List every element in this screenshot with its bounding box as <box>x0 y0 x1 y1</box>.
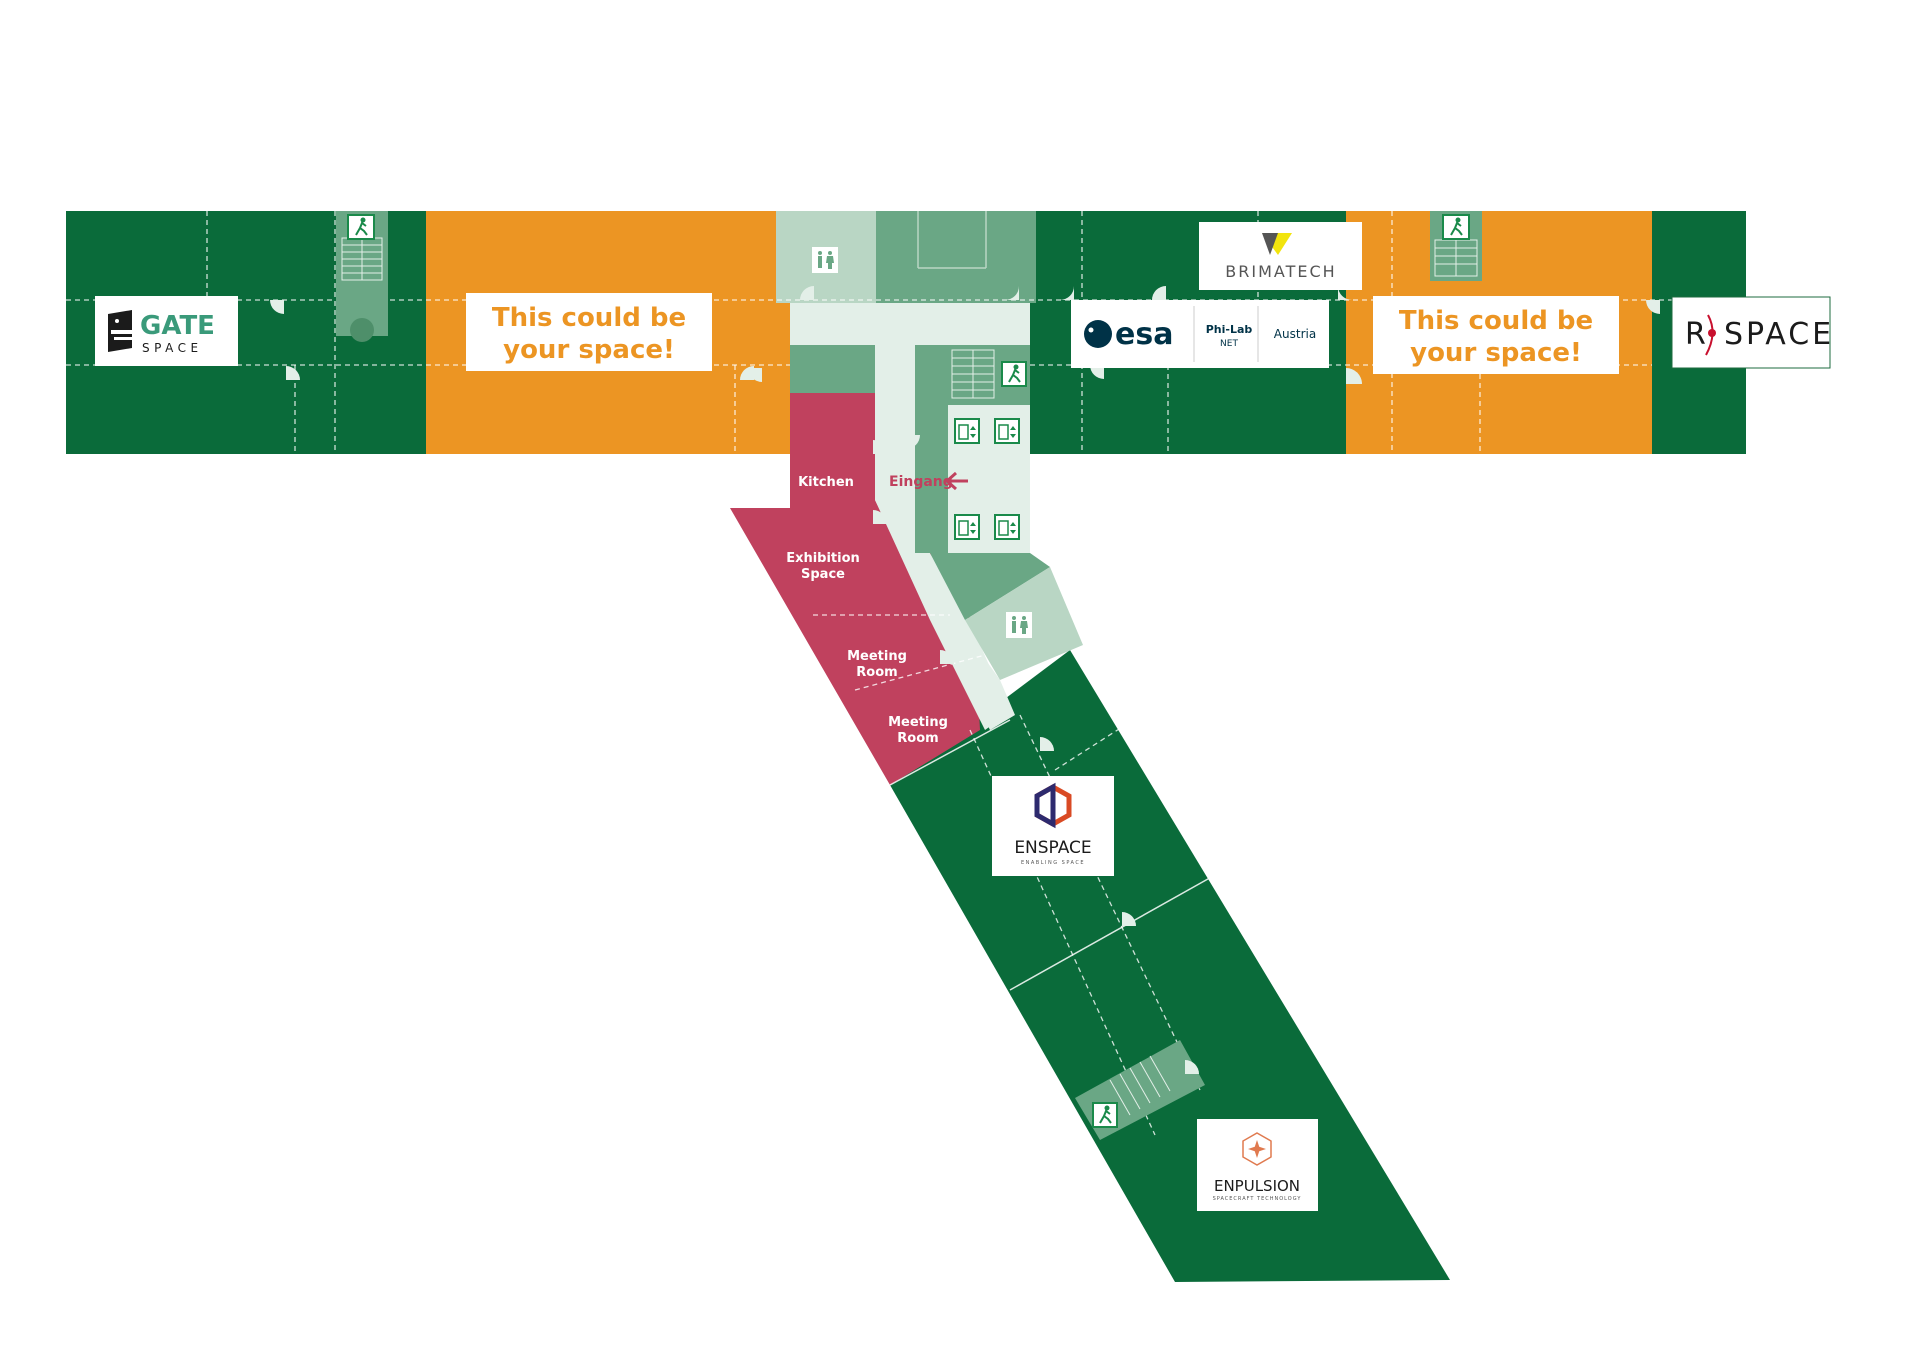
rspace-text: SPACE <box>1724 317 1834 352</box>
elevator-icon <box>994 514 1020 540</box>
austria-text: Austria <box>1274 327 1316 341</box>
emergency-exit-icon <box>347 214 375 240</box>
service-room-b[interactable] <box>915 405 948 455</box>
exhibition-space-label-line2: Space <box>801 567 845 582</box>
logo-gate-space[interactable]: GATE SPACE <box>95 296 238 366</box>
meeting-room-1-label-line2: Room <box>856 665 897 680</box>
tenant-area-enspace-enpulsion[interactable] <box>890 650 1450 1282</box>
philab-text: Phi-Lab <box>1206 323 1253 336</box>
promo-box-left[interactable]: This could be your space! <box>466 293 712 371</box>
service-room-d[interactable] <box>915 505 948 553</box>
meeting-room-2-label-line1: Meeting <box>888 715 948 730</box>
enspace-tagline: ENABLING SPACE <box>1021 860 1085 866</box>
rspace-r-text: R <box>1685 317 1706 352</box>
door-arcs <box>270 286 1660 1074</box>
enpulsion-tagline: SPACECRAFT TECHNOLOGY <box>1213 1196 1302 1202</box>
gate-space-mark-icon <box>108 310 132 352</box>
stairwell-center <box>951 349 995 399</box>
entrance-arrow-icon <box>944 471 968 491</box>
restroom-icon <box>812 247 838 273</box>
brimatech-mark-icon <box>1262 233 1292 255</box>
promo-right-line2: your space! <box>1410 338 1582 368</box>
gate-text: GATE <box>140 311 215 341</box>
elevator-icon <box>994 418 1020 444</box>
enpulsion-hexagon-icon <box>1242 1132 1272 1166</box>
emergency-exit-icon <box>1001 361 1027 387</box>
promo-left-line2: your space! <box>503 335 675 365</box>
rspace-orbit-icon <box>1705 314 1716 356</box>
esa-mark-icon <box>1084 320 1112 348</box>
logo-esa-philab[interactable]: esa Phi-Lab NET Austria <box>1071 300 1329 368</box>
enspace-hexagon-icon <box>1034 782 1072 829</box>
service-room-a[interactable] <box>790 345 875 393</box>
enpulsion-text: ENPULSION <box>1214 1177 1300 1195</box>
esa-text: esa <box>1115 317 1173 352</box>
service-room-c[interactable] <box>915 455 948 505</box>
enspace-text: ENSPACE <box>1014 838 1091 858</box>
promo-box-right[interactable]: This could be your space! <box>1373 296 1619 374</box>
logo-brimatech[interactable]: BRIMATECH <box>1199 222 1362 290</box>
service-room-top[interactable] <box>876 211 1036 303</box>
service-room-e[interactable] <box>930 553 1050 620</box>
meeting-room-1-label-line1: Meeting <box>847 649 907 664</box>
entrance-label: Eingang <box>889 474 953 490</box>
emergency-exit-icon <box>1092 1102 1118 1128</box>
elevator-icon <box>954 514 980 540</box>
promo-left-line1: This could be <box>492 303 686 333</box>
logo-r-space[interactable]: R SPACE <box>1671 296 1834 369</box>
space-text: SPACE <box>142 341 203 355</box>
meeting-room-2-label-line2: Room <box>897 731 938 746</box>
logo-enspace[interactable]: ENSPACE ENABLING SPACE <box>992 776 1114 876</box>
promo-right-line1: This could be <box>1399 306 1593 336</box>
elevator-icon <box>954 418 980 444</box>
emergency-exit-icon <box>1442 214 1470 240</box>
brimatech-text: BRIMATECH <box>1225 262 1336 281</box>
kitchen-label: Kitchen <box>798 475 854 490</box>
exhibition-space-label-line1: Exhibition <box>786 551 860 566</box>
restroom-icon <box>1006 612 1032 638</box>
logo-enpulsion[interactable]: ENPULSION SPACECRAFT TECHNOLOGY <box>1197 1119 1318 1211</box>
philab-net-text: NET <box>1220 339 1238 349</box>
